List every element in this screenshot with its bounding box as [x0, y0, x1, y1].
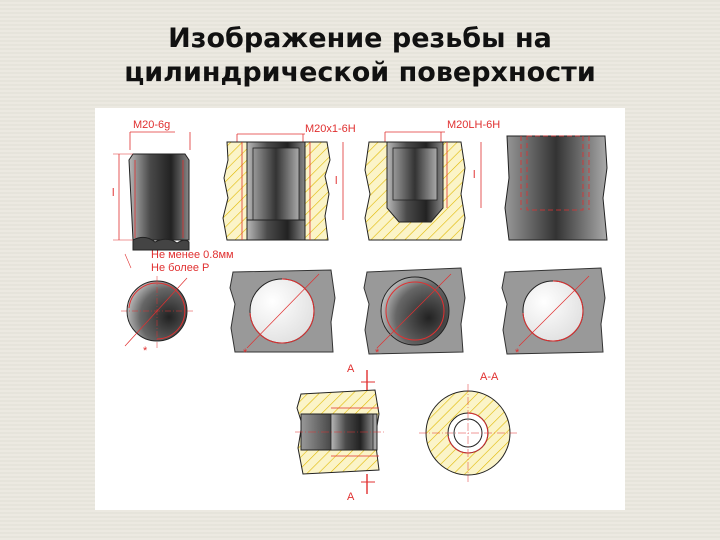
mark-star-4: * [515, 347, 520, 359]
label-m20-6g: M20-6g [133, 119, 170, 131]
label-m20lh-6h: M20LH-6H [447, 119, 500, 131]
slide-title: Изображение резьбы на цилиндрической пов… [0, 22, 720, 90]
section-view-a: A A A-A [295, 363, 517, 503]
length-label-1: l [112, 187, 114, 199]
external-thread-rod: M20-6g l Не менее 0.8мм Не более Р * [112, 119, 234, 357]
length-label-2: l [335, 175, 337, 187]
note-min-depth: Не менее 0.8мм [151, 249, 234, 261]
title-line-2: цилиндрической поверхности [124, 57, 596, 88]
section-title: A-A [480, 371, 499, 383]
mark-star-2: * [243, 347, 248, 359]
note-max-pitch: Не более Р [151, 262, 209, 274]
length-label-3: l [473, 169, 475, 181]
label-m20x1-6h: M20x1-6H [305, 123, 356, 135]
hidden-thread-block: * [501, 135, 608, 359]
mark-star-1: * [143, 345, 148, 357]
thread-drawings: M20-6g l Не менее 0.8мм Не более Р * M20… [112, 119, 608, 503]
through-threaded-hole: M20x1-6H l * [222, 123, 356, 359]
drawing-panel: M20-6g l Не менее 0.8мм Не более Р * M20… [95, 108, 625, 510]
title-line-1: Изображение резьбы на [168, 23, 552, 54]
section-mark-top: A [347, 363, 355, 375]
mark-star-3: * [375, 347, 380, 359]
section-mark-bottom: A [347, 491, 355, 503]
blind-threaded-hole: M20LH-6H l * [363, 119, 500, 359]
